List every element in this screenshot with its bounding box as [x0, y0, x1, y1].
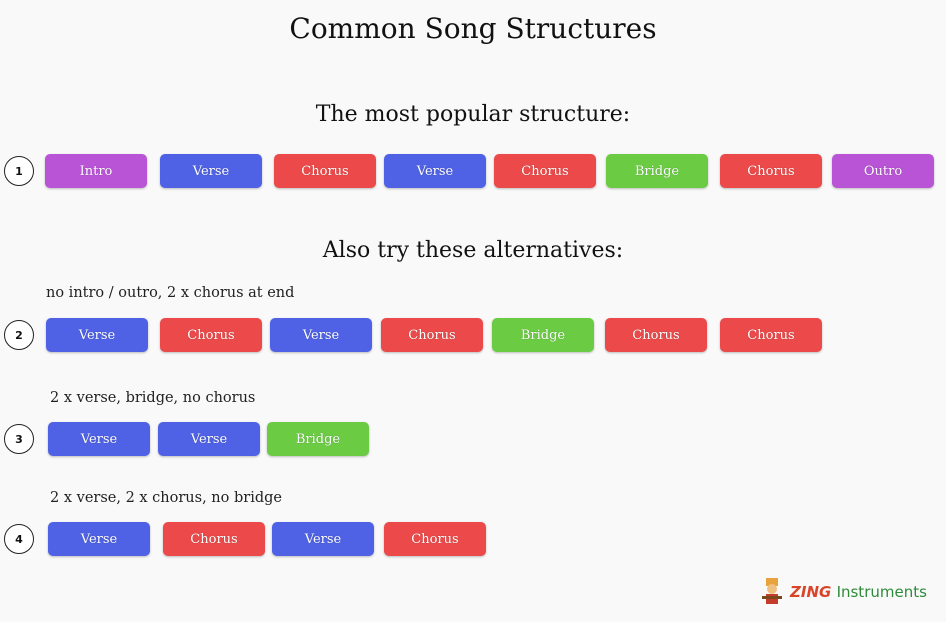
- structure-4-note: 2 x verse, 2 x chorus, no bridge: [50, 490, 282, 506]
- section-block-verse: Verse: [158, 422, 260, 456]
- section-block-verse: Verse: [48, 522, 150, 556]
- section-block-chorus: Chorus: [494, 154, 596, 188]
- section-block-chorus: Chorus: [720, 318, 822, 352]
- structure-number-4: 4: [4, 524, 34, 554]
- section-block-outro: Outro: [832, 154, 934, 188]
- section-block-chorus: Chorus: [605, 318, 707, 352]
- structure-2-note: no intro / outro, 2 x chorus at end: [46, 285, 295, 301]
- guitarist-icon: [762, 578, 782, 604]
- structure-3-note: 2 x verse, bridge, no chorus: [50, 390, 256, 406]
- section-block-chorus: Chorus: [163, 522, 265, 556]
- section-block-verse: Verse: [48, 422, 150, 456]
- section-block-chorus: Chorus: [160, 318, 262, 352]
- structure-number-3: 3: [4, 424, 34, 454]
- logo-brand: ZING: [790, 583, 832, 601]
- section-block-bridge: Bridge: [606, 154, 708, 188]
- section-block-verse: Verse: [270, 318, 372, 352]
- section-block-bridge: Bridge: [492, 318, 594, 352]
- alternatives-heading: Also try these alternatives:: [322, 238, 624, 263]
- logo-product: Instruments: [836, 583, 927, 601]
- section-block-chorus: Chorus: [384, 522, 486, 556]
- section-block-intro: Intro: [45, 154, 147, 188]
- structure-number-2: 2: [4, 320, 34, 350]
- popular-heading: The most popular structure:: [315, 102, 631, 127]
- section-block-chorus: Chorus: [381, 318, 483, 352]
- section-block-verse: Verse: [46, 318, 148, 352]
- zing-logo: [758, 576, 938, 608]
- page-title: Common Song Structures: [289, 12, 657, 45]
- section-block-verse: Verse: [160, 154, 262, 188]
- section-block-bridge: Bridge: [267, 422, 369, 456]
- logo-text: ZING Instruments: [790, 583, 927, 601]
- section-block-chorus: Chorus: [720, 154, 822, 188]
- section-block-chorus: Chorus: [274, 154, 376, 188]
- structure-number-1: 1: [4, 156, 34, 186]
- section-block-verse: Verse: [384, 154, 486, 188]
- section-block-verse: Verse: [272, 522, 374, 556]
